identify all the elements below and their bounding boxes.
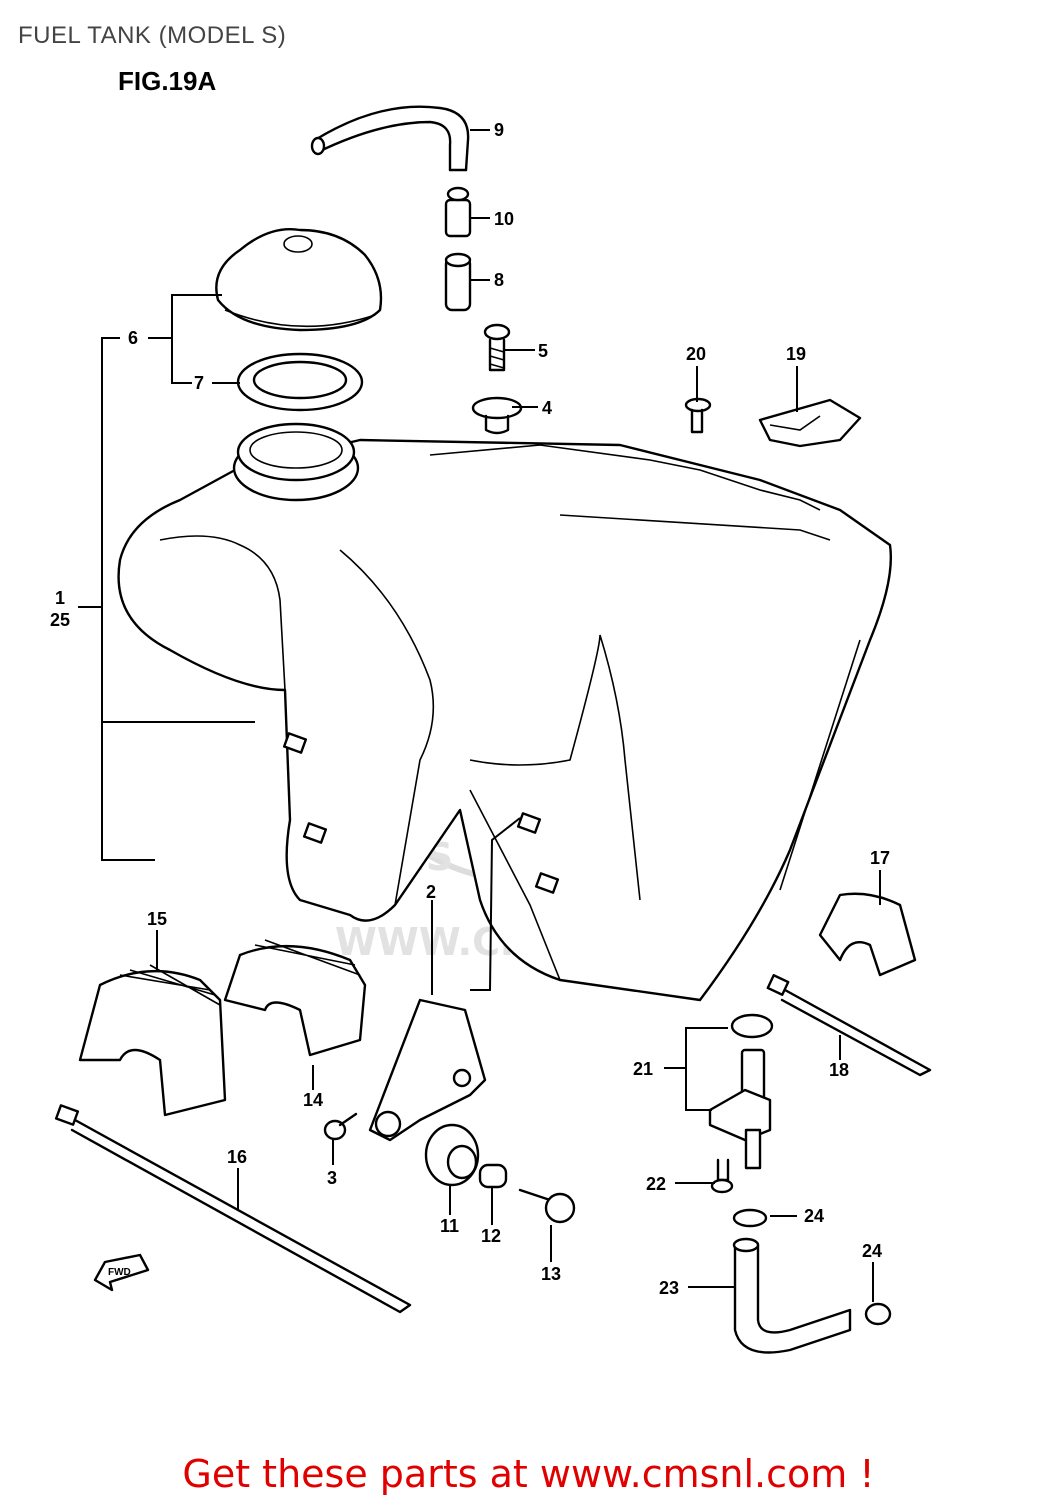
collar-12[interactable] — [478, 1163, 508, 1189]
fuel-tank[interactable] — [117, 422, 892, 1002]
clip-24[interactable] — [732, 1208, 892, 1326]
leader-lines — [78, 129, 881, 1302]
hose-23[interactable] — [732, 1237, 852, 1354]
callout-2: 2 — [426, 882, 436, 902]
joint-10[interactable] — [444, 186, 472, 238]
callout-22: 22 — [646, 1174, 666, 1194]
callout-18: 18 — [829, 1060, 849, 1080]
callout-13: 13 — [541, 1264, 561, 1284]
get-parts-link[interactable]: Get these parts at www.cmsnl.com ! — [182, 1452, 875, 1496]
callout-15: 15 — [147, 909, 167, 929]
hose-8[interactable] — [444, 252, 472, 312]
callout-3: 3 — [327, 1168, 337, 1188]
callout-14: 14 — [303, 1090, 323, 1110]
callout-25: 25 — [50, 610, 70, 630]
bolt-13[interactable] — [518, 1188, 576, 1224]
fuel-cap-6[interactable] — [215, 228, 383, 332]
figure-label: FIG.19A — [118, 66, 217, 96]
callout-11: 11 — [440, 1216, 459, 1236]
callout-20: 20 — [686, 344, 706, 364]
callout-5: 5 — [538, 341, 548, 361]
bolt-3[interactable] — [323, 1112, 358, 1141]
bush-4[interactable] — [471, 396, 523, 435]
clamp-19[interactable] — [758, 398, 862, 448]
gasket-7[interactable] — [236, 352, 364, 412]
callout-9: 9 — [494, 120, 504, 140]
callout-17: 17 — [870, 848, 890, 868]
band-16[interactable] — [54, 1104, 412, 1314]
callout-8: 8 — [494, 270, 504, 290]
callout-4: 4 — [542, 398, 552, 418]
cushion-17[interactable] — [818, 892, 917, 977]
callout-19: 19 — [786, 344, 806, 364]
callout-21: 21 — [633, 1059, 653, 1079]
band-18[interactable] — [766, 974, 932, 1077]
callout-10: 10 — [494, 209, 514, 229]
cushion-14[interactable] — [223, 939, 367, 1057]
cushion-15[interactable] — [78, 964, 227, 1117]
callout-6: 6 — [128, 328, 138, 348]
callout-1: 1 — [55, 588, 65, 608]
callout-16: 16 — [227, 1147, 247, 1167]
callout-12: 12 — [481, 1226, 501, 1246]
bolt-5[interactable] — [483, 323, 511, 372]
callout-7: 7 — [194, 373, 204, 393]
screw-20[interactable] — [684, 397, 712, 434]
bracket-2[interactable] — [368, 998, 487, 1142]
callout-numbers: 9 10 8 6 7 5 4 20 19 1 25 17 15 2 14 21 … — [50, 120, 890, 1298]
fwd-label: FWD — [108, 1267, 131, 1278]
callout-23: 23 — [659, 1278, 679, 1298]
callout-24b: 24 — [862, 1241, 882, 1261]
fuel-cock-21[interactable] — [708, 1013, 774, 1170]
cushion-11[interactable] — [424, 1123, 480, 1187]
callout-24a: 24 — [804, 1206, 824, 1226]
parts-diagram: CMS WWW.CMSNL.COM — [50, 105, 932, 1354]
hose-9[interactable] — [310, 105, 470, 172]
page-title: FUEL TANK (MODEL S) — [18, 22, 287, 49]
screw-22[interactable] — [710, 1158, 734, 1194]
fwd-arrow-icon: FWD — [93, 1253, 150, 1292]
